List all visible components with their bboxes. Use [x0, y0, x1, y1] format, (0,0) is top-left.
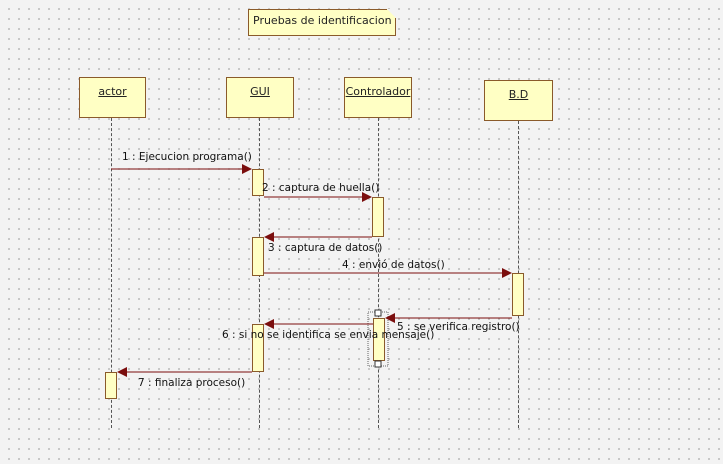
activation-actor-1[interactable]: [105, 372, 117, 399]
lifeline-label-actor: actor: [98, 85, 127, 98]
lifeline-label-controlador: Controlador: [345, 85, 411, 98]
activation-controlador-1[interactable]: [372, 197, 384, 237]
lifeline-actor: [111, 118, 112, 428]
lifeline-label-gui: GUI: [250, 85, 270, 98]
message-label-6[interactable]: 6 : si no se identifica se envia mensaje…: [222, 329, 435, 341]
lifeline-box-gui[interactable]: GUI: [226, 77, 294, 118]
activation-gui-1[interactable]: [252, 169, 264, 196]
lifeline-box-bd[interactable]: B.D: [484, 80, 553, 121]
note-fold-corner: [387, 9, 396, 18]
selection-handle-top[interactable]: [374, 309, 382, 317]
message-label-2[interactable]: 2 : captura de huella(): [262, 182, 380, 194]
activation-bd-1[interactable]: [512, 273, 524, 316]
message-label-7[interactable]: 7 : finaliza proceso(): [138, 377, 246, 389]
message-label-1[interactable]: 1 : Ejecucion programa(): [122, 151, 252, 163]
activation-gui-2[interactable]: [252, 237, 264, 276]
selection-handle-bottom[interactable]: [374, 360, 382, 368]
note-text: Pruebas de identificacion: [253, 14, 392, 27]
message-label-3[interactable]: 3 : captura de datos(): [268, 242, 383, 254]
lifeline-label-bd: B.D: [508, 88, 529, 101]
activation-gui-3[interactable]: [252, 324, 264, 372]
diagram-note: Pruebas de identificacion: [248, 9, 396, 36]
lifeline-box-controlador[interactable]: Controlador: [344, 77, 412, 118]
message-label-4[interactable]: 4 : envió de datos(): [342, 259, 445, 271]
lifeline-box-actor[interactable]: actor: [79, 77, 146, 118]
message-label-5[interactable]: 5 : se verifica registro(): [397, 321, 520, 333]
